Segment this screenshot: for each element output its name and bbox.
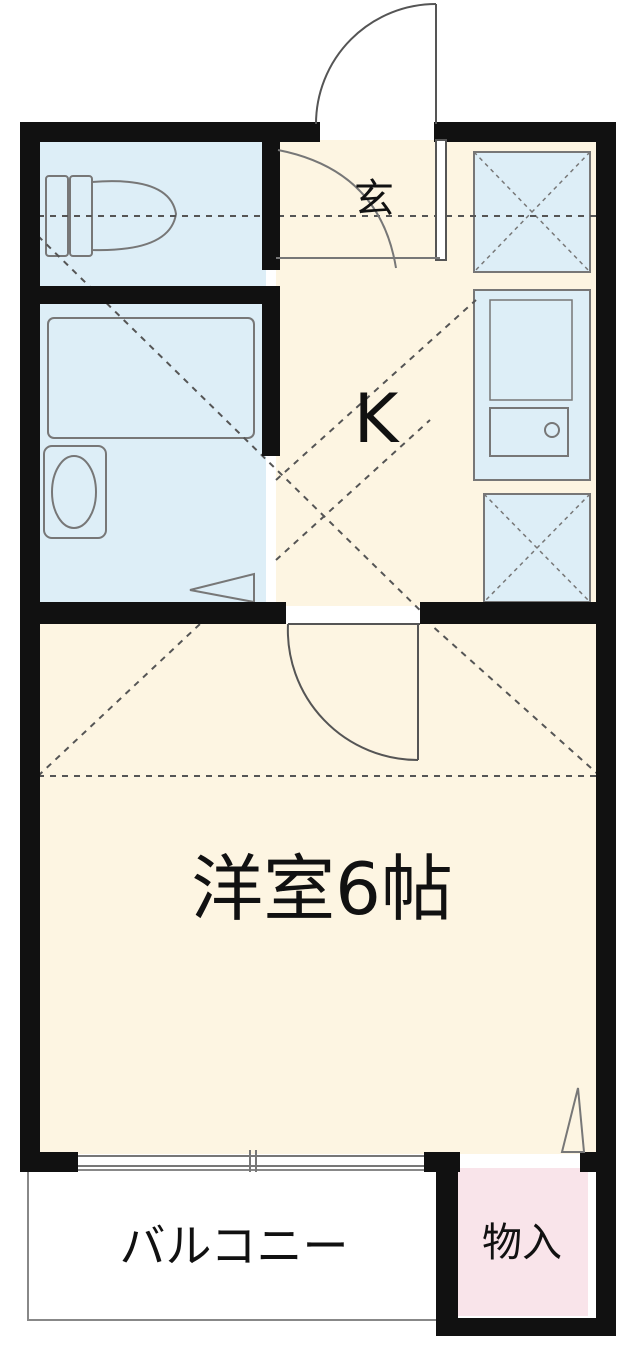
western-room-label: 洋室6帖	[191, 847, 453, 931]
dashed-guides	[37, 215, 601, 777]
washbasin-icon	[43, 445, 107, 539]
bathtub-icon	[47, 317, 255, 439]
sink-drain-icon	[544, 422, 560, 438]
bathroom-area	[38, 300, 266, 606]
kitchen-label: K	[354, 380, 401, 459]
storage-door-marker	[560, 1087, 586, 1153]
balcony-window	[78, 1150, 424, 1172]
entrance-step	[276, 149, 440, 269]
bath-door-marker	[189, 572, 255, 604]
entrance-label: 玄	[354, 176, 394, 222]
balcony-label: バルコニー	[119, 1219, 348, 1273]
entrance-door	[315, 3, 447, 261]
sink-basin	[489, 407, 569, 457]
balcony-floor	[27, 1169, 441, 1321]
stove-area	[489, 299, 573, 401]
walls	[20, 122, 616, 1336]
storage-floor	[456, 1168, 588, 1316]
storage-label: 物入	[482, 1220, 562, 1266]
room-door	[286, 623, 420, 762]
western-room-floor	[38, 624, 600, 1154]
